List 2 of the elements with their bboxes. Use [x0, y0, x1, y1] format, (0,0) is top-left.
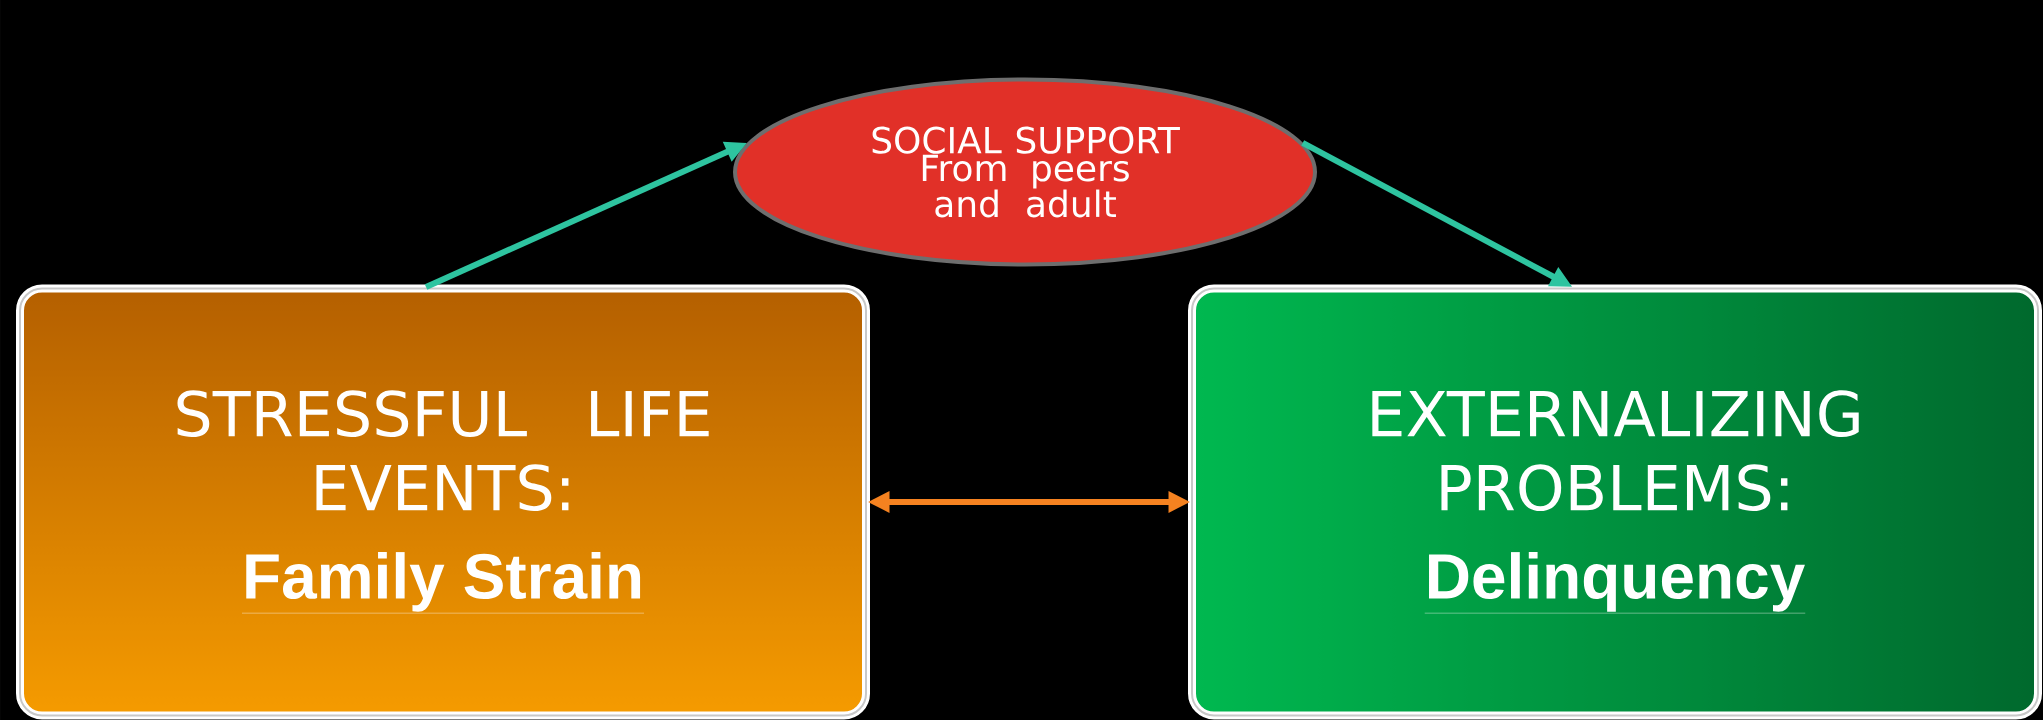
stressor-box: STRESSFUL LIFE EVENTS: Family Strain	[16, 284, 870, 720]
outcome-box: EXTERNALIZING PROBLEMS: Delinquency	[1188, 284, 2042, 720]
